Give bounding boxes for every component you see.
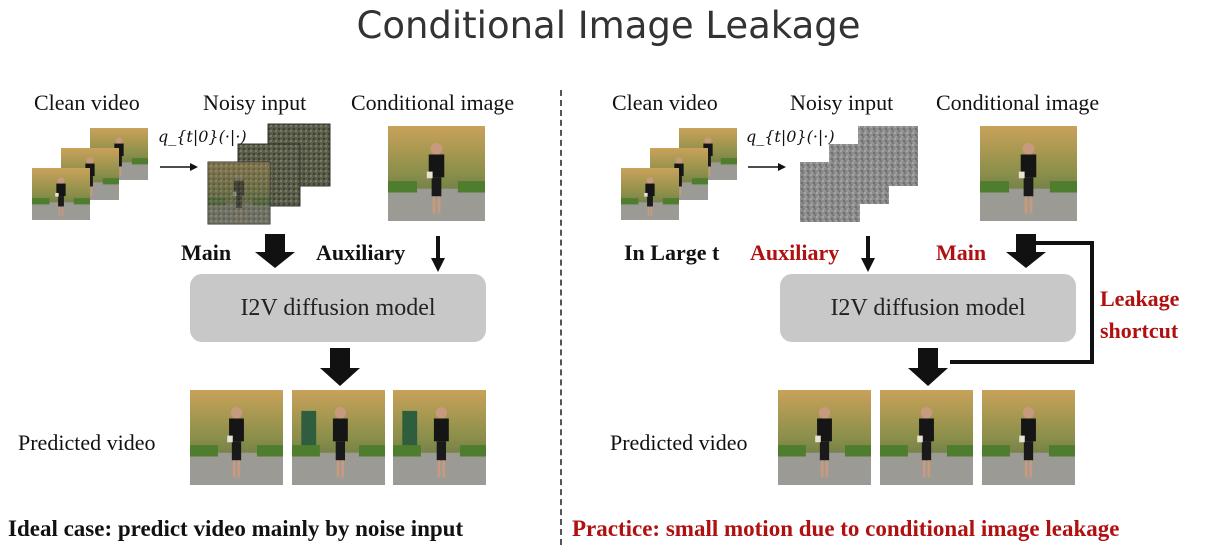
right-predicted-frames: [778, 390, 1075, 485]
right-predicted-label: Predicted video: [610, 430, 748, 455]
left-main-arrow: [255, 234, 295, 268]
right-noisy-input-stack: [800, 126, 918, 222]
leakage-shortcut-path: [950, 241, 1094, 364]
left-conditional-image-label: Conditional image: [351, 90, 515, 115]
right-main-arrow: [1006, 234, 1046, 268]
left-main-label: Main: [181, 240, 232, 265]
right-auxiliary-label: Auxiliary: [750, 240, 840, 265]
diagram-title: Conditional Image Leakage: [356, 4, 861, 47]
left-predicted-label: Predicted video: [18, 430, 156, 455]
right-conditional-image-label: Conditional image: [936, 90, 1100, 115]
left-i2v-model-box: I2V diffusion model: [190, 274, 486, 342]
leakage-label-line2: shortcut: [1100, 318, 1179, 343]
left-model-label: I2V diffusion model: [240, 294, 436, 321]
left-noising-arrow-head: [190, 163, 198, 171]
leakage-label-line1: Leakage: [1100, 286, 1180, 311]
right-large-t-label: In Large t: [624, 240, 720, 265]
left-conditional-image: [388, 126, 485, 221]
left-predicted-frames: [190, 390, 486, 485]
left-output-arrow: [320, 348, 360, 386]
left-noisy-input-stack: [207, 123, 331, 225]
left-clean-video-label: Clean video: [34, 90, 140, 115]
right-noising-arrow-head: [778, 163, 786, 171]
left-auxiliary-label: Auxiliary: [316, 240, 406, 265]
right-i2v-model-box: I2V diffusion model: [780, 274, 1076, 342]
left-transition-formula: q_{t|0}(·|·): [158, 127, 247, 146]
right-model-label: I2V diffusion model: [830, 294, 1026, 321]
right-caption: Practice: small motion due to conditiona…: [572, 516, 1120, 541]
right-output-arrow: [908, 348, 948, 386]
right-clean-video-label: Clean video: [612, 90, 718, 115]
left-caption: Ideal case: predict video mainly by nois…: [8, 516, 464, 541]
panel-divider: [560, 90, 562, 545]
left-clean-video-stack: [32, 128, 148, 220]
right-transition-formula: q_{t|0}(·|·): [746, 127, 835, 146]
right-clean-video-stack: [621, 128, 737, 220]
left-noisy-input-label: Noisy input: [203, 90, 307, 115]
right-noisy-input-label: Noisy input: [790, 90, 894, 115]
right-conditional-image: [980, 126, 1077, 221]
right-auxiliary-arrow: [861, 236, 875, 272]
left-auxiliary-arrow: [431, 236, 445, 272]
right-main-label: Main: [936, 240, 987, 265]
